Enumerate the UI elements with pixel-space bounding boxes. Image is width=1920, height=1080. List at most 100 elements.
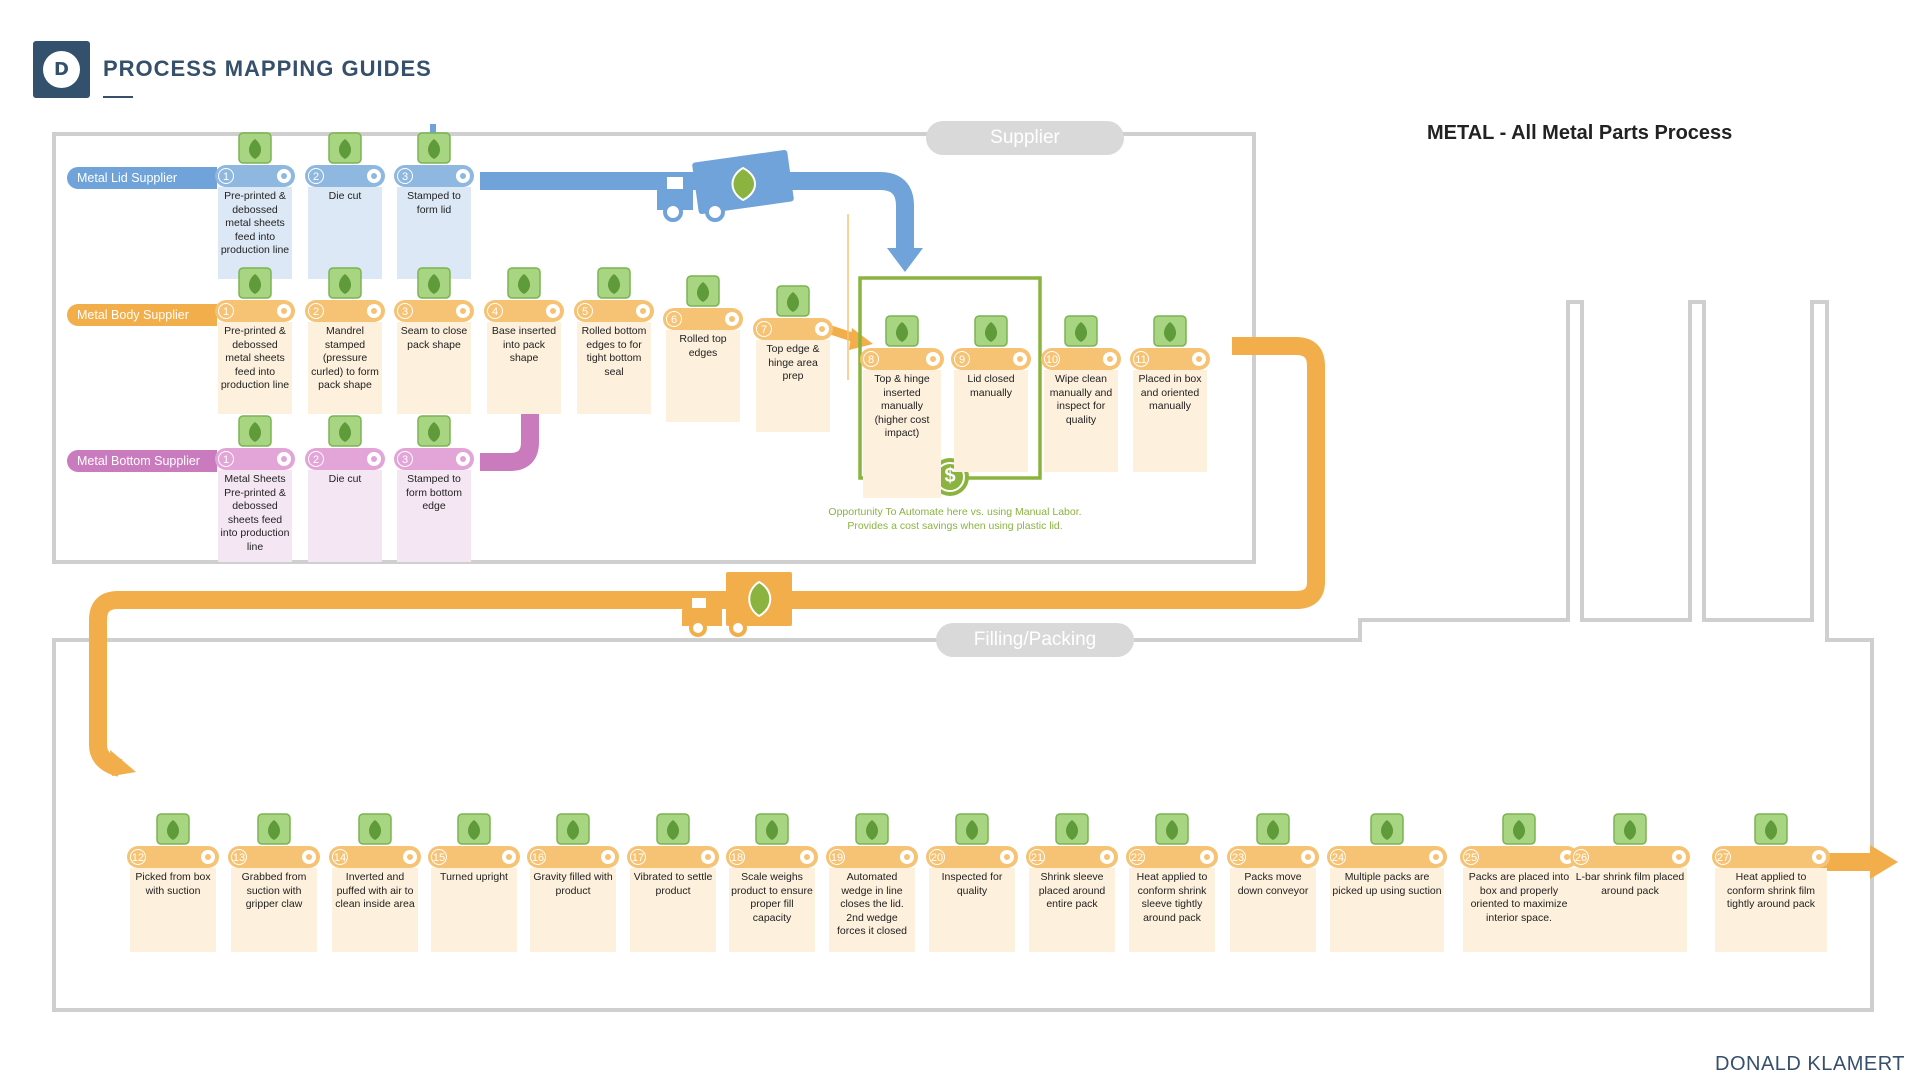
step-description: Wipe clean manually and inspect for qual… [1044, 370, 1118, 472]
pack-icon [417, 415, 451, 447]
step-number: 3 [397, 168, 413, 184]
roller-icon [277, 304, 291, 318]
pack-icon [358, 813, 392, 845]
conveyor-belt: 13 [228, 846, 320, 868]
conveyor-belt: 2 [305, 448, 385, 470]
lane-label-body: Metal Body Supplier [67, 304, 217, 326]
conveyor-belt: 25 [1460, 846, 1578, 868]
step-number: 9 [954, 351, 970, 367]
step-number: 19 [829, 849, 845, 865]
pack-icon [328, 267, 362, 299]
step-description: Die cut [308, 187, 382, 279]
lane-label-bottom: Metal Bottom Supplier [67, 450, 217, 472]
step-description: Metal Sheets Pre-printed & debossed shee… [218, 470, 292, 562]
step-description: Inspected for quality [929, 868, 1015, 952]
lid-arrowhead [887, 248, 923, 272]
automation-note-line1: Opportunity To Automate here vs. using M… [828, 506, 1082, 518]
roller-icon [1013, 352, 1027, 366]
step-number: 8 [863, 351, 879, 367]
roller-icon [601, 850, 615, 864]
conveyor-belt: 1 [215, 165, 295, 187]
roller-icon [1429, 850, 1443, 864]
conveyor-belt: 9 [951, 348, 1031, 370]
pack-icon [955, 813, 989, 845]
step-number: 3 [397, 451, 413, 467]
conveyor-belt: 12 [127, 846, 219, 868]
brand-title: PROCESS MAPPING GUIDES [103, 56, 432, 81]
pack-icon [457, 813, 491, 845]
step-description: Packs are placed into box and properly o… [1463, 868, 1575, 952]
pack-icon [238, 415, 272, 447]
step-number: 4 [487, 303, 503, 319]
pack-icon [238, 132, 272, 164]
conveyor-belt: 21 [1026, 846, 1118, 868]
pack-icon [1754, 813, 1788, 845]
conveyor-belt: 14 [329, 846, 421, 868]
step-number: 23 [1230, 849, 1246, 865]
lane-label-lid: Metal Lid Supplier [67, 167, 217, 189]
conveyor-belt: 17 [627, 846, 719, 868]
step-number: 11 [1133, 351, 1149, 367]
roller-icon [1103, 352, 1117, 366]
conveyor-belt: 3 [394, 300, 474, 322]
conveyor-belt: 6 [663, 308, 743, 330]
step-number: 7 [756, 321, 772, 337]
roller-icon [546, 304, 560, 318]
roller-icon [277, 169, 291, 183]
roller-icon [701, 850, 715, 864]
conveyor-belt: 3 [394, 448, 474, 470]
roller-icon [1301, 850, 1315, 864]
pack-icon [328, 132, 362, 164]
conveyor-belt: 11 [1130, 348, 1210, 370]
pack-icon [776, 285, 810, 317]
step-description: Grabbed from suction with gripper claw [231, 868, 317, 952]
step-number: 22 [1129, 849, 1145, 865]
supplier-section-label: Supplier [926, 121, 1124, 155]
brand-rule [103, 96, 133, 98]
step-description: Automated wedge in line closes the lid. … [829, 868, 915, 952]
roller-icon [456, 304, 470, 318]
truck-icon [657, 149, 794, 222]
roller-icon [367, 304, 381, 318]
output-arrowhead [1870, 845, 1898, 879]
step-number: 2 [308, 451, 324, 467]
pack-icon [1153, 315, 1187, 347]
step-number: 15 [431, 849, 447, 865]
lightbulb-icon: D [54, 59, 69, 80]
step-description: Rolled bottom edges to for tight bottom … [577, 322, 651, 414]
roller-icon [456, 452, 470, 466]
step-number: 27 [1715, 849, 1731, 865]
step-number: 13 [231, 849, 247, 865]
step-description: Heat applied to conform shrink film tigh… [1715, 868, 1827, 952]
step-number: 16 [530, 849, 546, 865]
dollar-symbol: $ [944, 465, 956, 487]
pack-icon [885, 315, 919, 347]
step-description: Mandrel stamped (pressure curled) to for… [308, 322, 382, 414]
pack-icon [656, 813, 690, 845]
pack-icon [855, 813, 889, 845]
step-description: Base inserted into pack shape [487, 322, 561, 414]
step-description: L-bar shrink film placed around pack [1573, 868, 1687, 952]
step-description: Heat applied to conform shrink sleeve ti… [1129, 868, 1215, 952]
step-description: Multiple packs are picked up using sucti… [1330, 868, 1444, 952]
pack-icon [755, 813, 789, 845]
step-number: 14 [332, 849, 348, 865]
roller-icon [926, 352, 940, 366]
conveyor-belt: 27 [1712, 846, 1830, 868]
step-description: Seam to close pack shape [397, 322, 471, 414]
conveyor-belt: 20 [926, 846, 1018, 868]
conveyor-belt: 22 [1126, 846, 1218, 868]
step-description: Inverted and puffed with air to clean in… [332, 868, 418, 952]
roller-icon [1812, 850, 1826, 864]
step-number: 25 [1463, 849, 1479, 865]
pack-icon [686, 275, 720, 307]
step-number: 12 [130, 849, 146, 865]
roller-icon [900, 850, 914, 864]
brand-logo: D [33, 41, 90, 98]
pack-icon [417, 267, 451, 299]
conveyor-belt: 23 [1227, 846, 1319, 868]
pack-icon [1064, 315, 1098, 347]
step-number: 26 [1573, 849, 1589, 865]
step-number: 1 [218, 303, 234, 319]
step-number: 10 [1044, 351, 1060, 367]
